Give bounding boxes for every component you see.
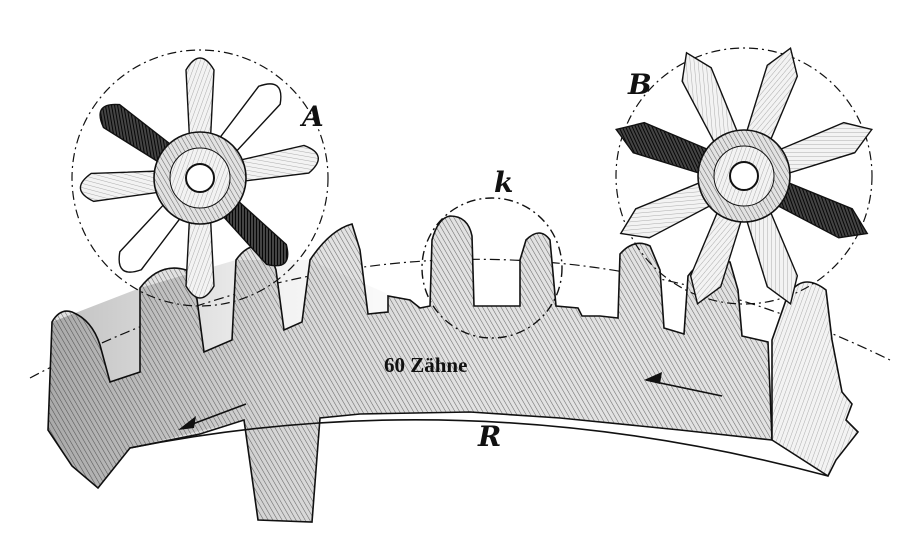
pinion-b-arms [615,47,873,305]
label-k: k [494,166,513,199]
label-a: A [299,100,324,133]
pitch-circle-line [29,258,891,379]
label-b: B [627,68,652,101]
label-teeth-count: 60 Zähne [384,353,467,377]
pinion-a-axle [185,163,215,193]
pinion-b [615,47,873,305]
wheel-r-right-end [771,281,860,478]
direction-arrow-left [178,403,247,430]
pinion-a [71,49,329,307]
pinion-b-axle [729,161,759,191]
wheel-r-rim-arc [129,419,829,477]
label-r: R [477,420,501,453]
wheel-r [47,215,860,523]
circle-k [421,197,563,339]
direction-arrow-right [644,372,723,397]
